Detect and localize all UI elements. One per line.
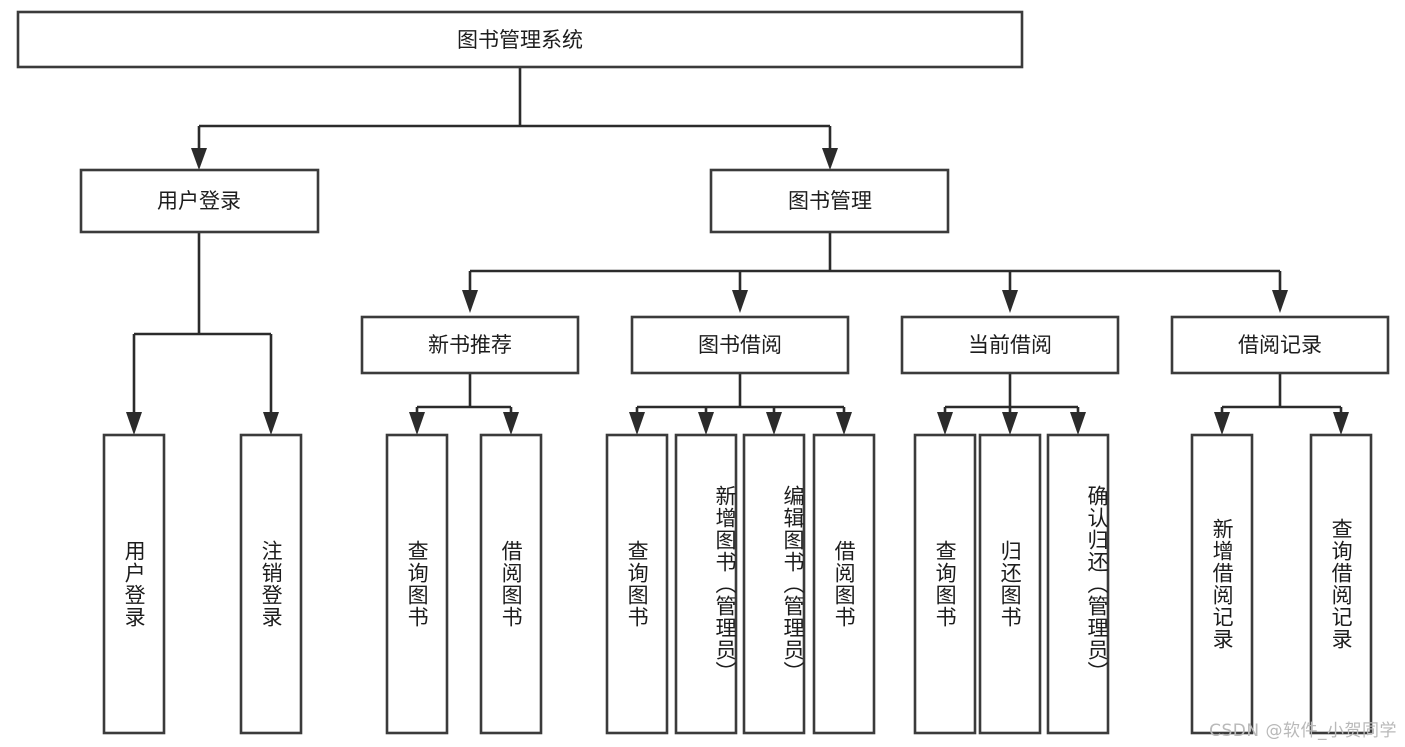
arrow-head-leaf-logout — [263, 412, 279, 435]
node-user-login-label: 用户登录 — [157, 189, 241, 213]
node-new-book-recommend[interactable]: 新书推荐 — [360, 315, 580, 375]
leaf-box-borrow-book-1[interactable] — [479, 433, 543, 735]
arrow-head-borrow-record — [1272, 290, 1288, 313]
arrow-head-leaf-borrow-book-2 — [836, 412, 852, 435]
node-borrow-record[interactable]: 借阅记录 — [1170, 315, 1390, 375]
arrow-head-leaf-query-book-2 — [629, 412, 645, 435]
node-root-label: 图书管理系统 — [457, 28, 583, 52]
leaf-box-add-book[interactable] — [674, 433, 738, 735]
leaf-box-query-book-2[interactable] — [605, 433, 669, 735]
arrow-head-leaf-user-login — [126, 412, 142, 435]
node-new-book-recommend-box[interactable] — [360, 315, 580, 375]
leaf-box-user-login[interactable] — [102, 433, 166, 735]
node-book-borrow-box[interactable] — [630, 315, 850, 375]
node-book-borrow-label: 图书借阅 — [698, 333, 782, 357]
arrow-head-user-login — [191, 148, 207, 170]
node-current-borrow-label: 当前借阅 — [968, 333, 1052, 357]
leaf-box-return-book[interactable] — [978, 433, 1042, 735]
leaf-box-borrow-book-2[interactable] — [812, 433, 876, 735]
leaf-box-query-book-3[interactable] — [913, 433, 977, 735]
node-current-borrow-box[interactable] — [900, 315, 1120, 375]
arrow-head-leaf-return-book — [1002, 412, 1018, 435]
leaf-box-add-borrow-record[interactable] — [1190, 433, 1254, 735]
node-book-management-box[interactable] — [709, 168, 950, 234]
arrow-head-leaf-query-book-1 — [409, 412, 425, 435]
arrow-head-leaf-add-book — [698, 412, 714, 435]
arrow-head-new-book — [462, 290, 478, 313]
node-book-management[interactable]: 图书管理 — [709, 168, 950, 234]
leaf-box-confirm-return[interactable] — [1046, 433, 1110, 735]
arrow-head-leaf-query-book-3 — [937, 412, 953, 435]
arrow-head-leaf-confirm-return — [1070, 412, 1086, 435]
node-new-book-recommend-label: 新书推荐 — [428, 333, 512, 357]
arrow-head-current-borrow — [1002, 290, 1018, 313]
node-user-login-box[interactable] — [79, 168, 320, 234]
node-borrow-record-box[interactable] — [1170, 315, 1390, 375]
node-user-login[interactable]: 用户登录 — [79, 168, 320, 234]
leaf-boxes — [102, 433, 1373, 735]
arrow-head-book-mgmt — [822, 148, 838, 170]
leaf-box-query-borrow-record[interactable] — [1309, 433, 1373, 735]
arrow-head-book-borrow — [732, 290, 748, 313]
node-borrow-record-label: 借阅记录 — [1238, 333, 1322, 357]
arrow-head-leaf-edit-book — [766, 412, 782, 435]
arrow-head-leaf-query-record — [1333, 412, 1349, 435]
leaf-box-logout[interactable] — [239, 433, 303, 735]
watermark-text: CSDN @软件_小贺同学 — [1209, 721, 1397, 741]
node-book-borrow[interactable]: 图书借阅 — [630, 315, 850, 375]
node-current-borrow[interactable]: 当前借阅 — [900, 315, 1120, 375]
leaf-box-query-book-1[interactable] — [385, 433, 449, 735]
leaf-box-edit-book[interactable] — [742, 433, 806, 735]
node-book-management-label: 图书管理 — [788, 189, 872, 213]
connector-layer — [126, 67, 1349, 435]
arrow-head-leaf-add-record — [1214, 412, 1230, 435]
arrow-head-leaf-borrow-book-1 — [503, 412, 519, 435]
node-root[interactable]: 图书管理系统 — [16, 10, 1024, 69]
node-root-box[interactable] — [16, 10, 1024, 69]
